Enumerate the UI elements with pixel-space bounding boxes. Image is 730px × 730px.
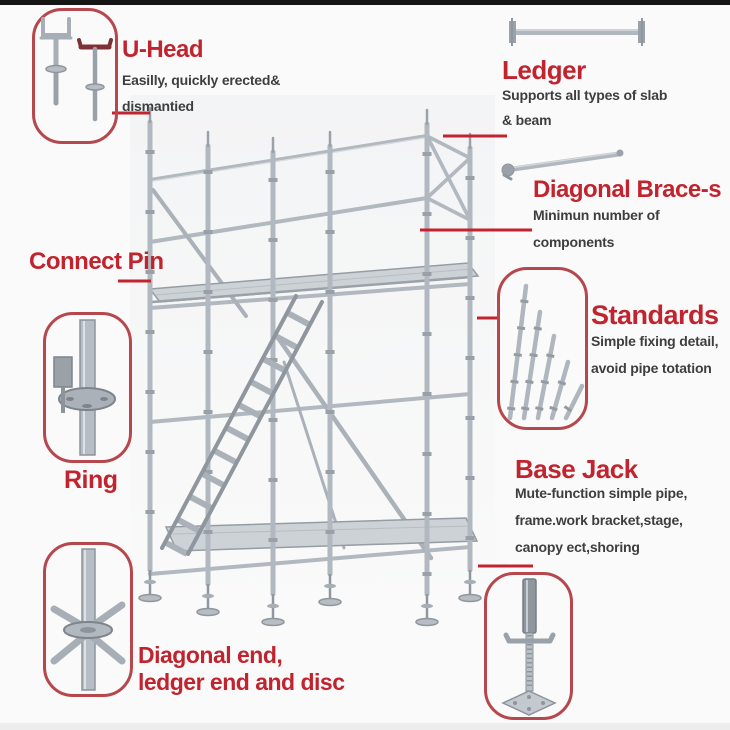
ledger-desc-2: & beam xyxy=(502,112,552,128)
diagonal-brace-icon xyxy=(501,149,624,181)
standards-desc-2: avoid pipe totation xyxy=(591,360,712,376)
stair-ladder xyxy=(160,293,324,557)
base-jacks xyxy=(138,570,482,627)
standards-title: Standards xyxy=(591,300,719,330)
u-head-title: U-Head xyxy=(122,36,204,63)
ledgers xyxy=(148,282,472,576)
diagonal-brace-title: Diagonal Brace-s xyxy=(533,176,722,203)
base-jack-box xyxy=(484,572,573,720)
ledger-title: Ledger xyxy=(502,55,586,85)
base-jack-desc-2: frame.work bracket,stage, xyxy=(515,512,683,528)
standards-box xyxy=(497,267,588,430)
ring-box xyxy=(43,312,132,463)
base-jack-icon xyxy=(501,578,557,716)
ledger-thumb xyxy=(503,16,651,53)
u-head-icon xyxy=(39,17,113,122)
diagonal-end-box xyxy=(43,542,133,697)
bottom-strip xyxy=(0,723,730,730)
diagonal-brace-desc-2: components xyxy=(533,234,615,250)
spigot-pins xyxy=(148,106,472,154)
ledger-desc-1: Supports all types of slab xyxy=(502,87,668,103)
top-guardrails xyxy=(148,134,429,244)
top-black-bar xyxy=(0,0,730,5)
ring-title: Ring xyxy=(64,466,118,494)
connect-pin-title: Connect Pin xyxy=(29,248,164,275)
diagonal-brace-desc-1: Minimun number of xyxy=(533,207,660,223)
standards-desc-1: Simple fixing detail, xyxy=(591,333,719,349)
diagonal-brace-thumb xyxy=(497,142,632,187)
bottom-deck-platform xyxy=(164,517,479,552)
diagonal-end-icon xyxy=(50,548,126,691)
u-head-desc-2: dismantied xyxy=(122,98,194,114)
standards-posts xyxy=(145,106,475,597)
diagonal-end-title-1: Diagonal end, xyxy=(138,642,283,668)
base-jack-title: Base Jack xyxy=(515,454,638,484)
standards-icon xyxy=(507,283,585,421)
u-head-desc-1: Easilly, quickly erected& xyxy=(122,72,281,88)
ledger-icon xyxy=(509,18,645,46)
right-face-braces xyxy=(425,134,472,222)
u-head-box xyxy=(32,8,118,144)
base-jack-desc-1: Mute-function simple pipe, xyxy=(515,485,688,501)
diagonal-end-title-2: ledger end and disc xyxy=(138,669,345,695)
base-jack-desc-3: canopy ect,shoring xyxy=(515,539,640,555)
pointer-lines xyxy=(112,111,533,568)
ring-icon xyxy=(53,319,116,456)
